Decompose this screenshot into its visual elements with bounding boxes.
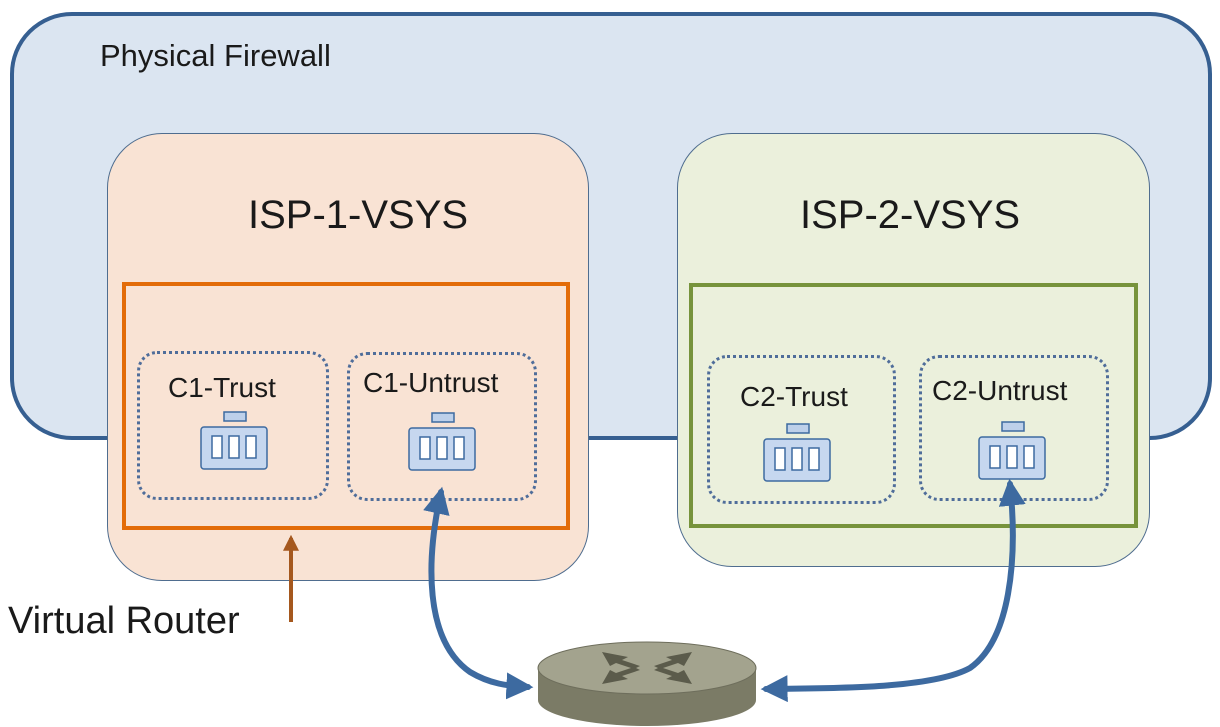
zone-c1-trust-label: C1-Trust [168,372,276,403]
zone-c1-untrust-label: C1-Untrust [363,367,499,398]
physical-firewall-label: Physical Firewall [100,38,331,73]
virtual-router-label: Virtual Router [8,600,240,642]
c1-trust-port-icon [200,411,268,470]
zone-c2-untrust-label: C2-Untrust [932,375,1068,406]
router-icon [537,641,757,726]
c2-untrust-link-arrow [760,478,1026,703]
zone-c2-trust-label: C2-Trust [740,381,848,412]
isp-1-vsys-title: ISP-1-VSYS [248,193,469,237]
isp-1-virtual-router-box [122,282,570,530]
zone-c1-trust [137,351,329,500]
isp-2-vsys-title: ISP-2-VSYS [800,193,1021,237]
c1-untrust-link-arrow [423,486,534,700]
c2-untrust-port-icon [978,421,1046,480]
c2-trust-port-icon [763,423,831,482]
c1-untrust-port-icon [408,412,476,471]
